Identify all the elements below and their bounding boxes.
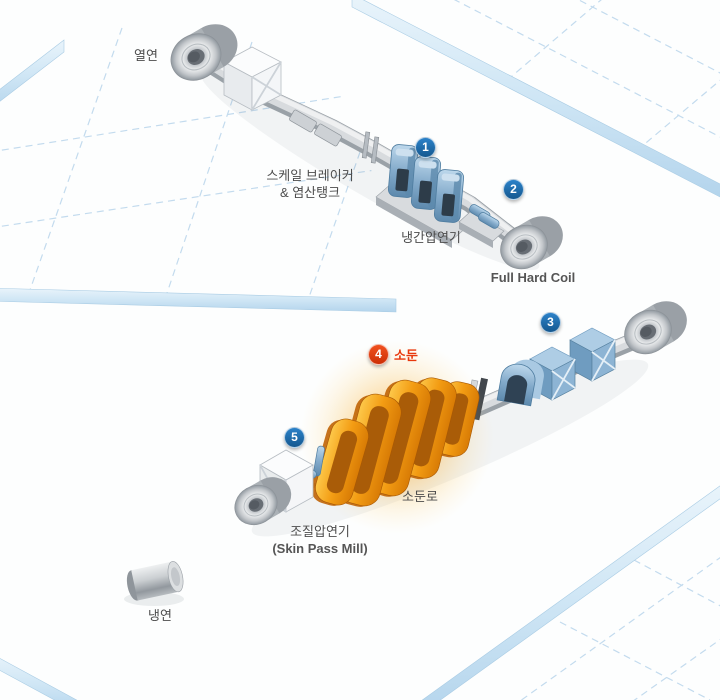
- scale-breaker-box: [223, 46, 282, 111]
- label-annealing: 소둔: [394, 348, 418, 363]
- step-badge-2: 2: [503, 179, 524, 200]
- full-hard-coil: [492, 207, 572, 278]
- cold-rolled-coil: [126, 561, 184, 601]
- lower-process-line: [227, 292, 696, 534]
- step-badge-5: 5: [284, 427, 305, 448]
- upper-process-line: [161, 14, 572, 278]
- annealing-prep-box-1: [569, 327, 616, 382]
- step-badge-3: 3: [540, 312, 561, 333]
- step-badge-4: 4: [368, 344, 389, 365]
- strip-rollers: [289, 109, 342, 147]
- label-skin-pass-mill: 조질압연기 (Skin Pass Mill): [272, 524, 368, 556]
- label-cold-mill: 냉간압연기: [401, 230, 461, 245]
- annealing-furnace: [311, 377, 480, 507]
- guide-plates: [361, 131, 380, 164]
- cold-rolling-mill: [375, 144, 469, 248]
- label-full-hard-coil: Full Hard Coil: [490, 270, 576, 285]
- label-hot-coil: 열연: [134, 48, 158, 63]
- label-annealing-furnace: 소둔로: [402, 489, 438, 504]
- label-cold-coil: 냉연: [148, 608, 172, 623]
- label-scale-breaker: 스케일 브레이커 & 염산탱크: [266, 168, 354, 200]
- furnace-tunnel: [496, 359, 544, 407]
- step-badge-1: 1: [415, 137, 436, 158]
- pinch-roll-unit: [458, 204, 505, 248]
